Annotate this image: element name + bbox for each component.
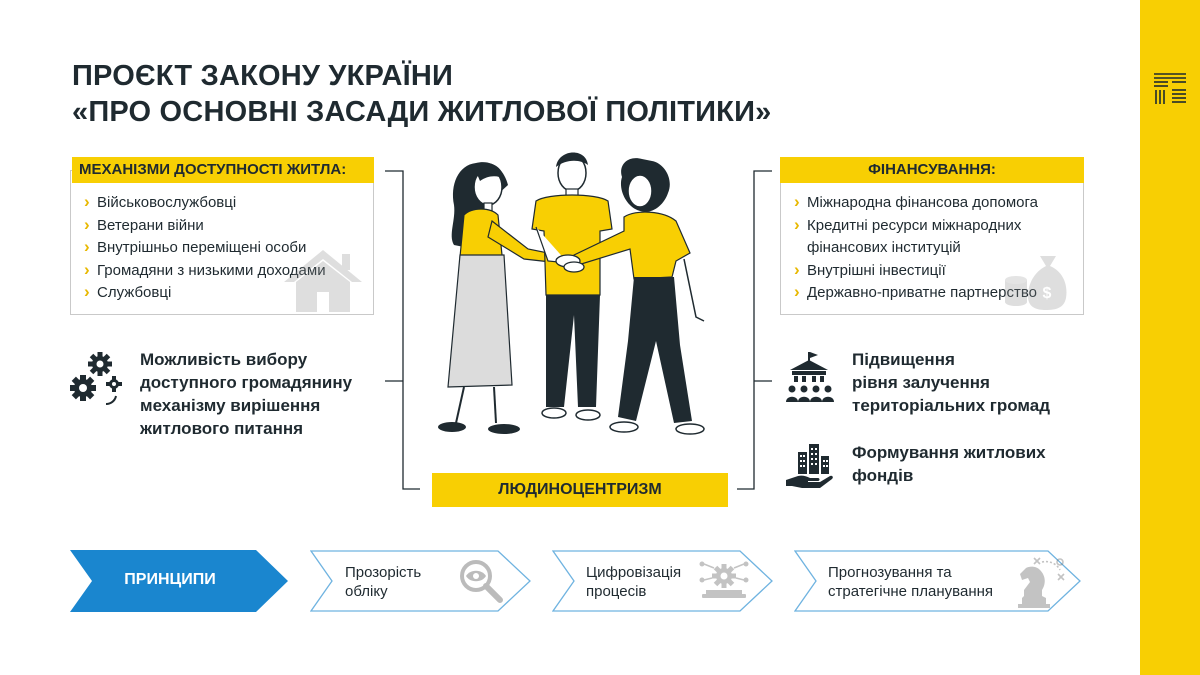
choice-line-4: житлового питання: [140, 419, 304, 438]
list-item: Міжнародна фінансова допомога: [794, 191, 1038, 215]
list-item: Службовці: [84, 281, 326, 305]
principle-chevron: [552, 550, 773, 612]
list-item-continuation: фінансових інституцій: [807, 239, 961, 256]
list-item: Державно-приватне партнерство: [794, 281, 1038, 305]
communities-line-3: територіальних громад: [852, 396, 1051, 415]
housing-hand-icon: [786, 444, 833, 488]
chess-knight-strategy-icon: [1018, 557, 1065, 608]
title-line-2: «ПРО ОСНОВНІ ЗАСАДИ ЖИТЛОВОЇ ПОЛІТИКИ»: [72, 96, 772, 128]
list-item: Громадяни з низькими доходами: [84, 259, 326, 283]
principle-line: стратегічне планування: [828, 583, 994, 600]
communities-text: Підвищення рівня залучення територіальни…: [852, 348, 1050, 417]
house-icon: [284, 250, 362, 312]
list-item: Ветерани війни: [84, 214, 326, 238]
principle-line: процесів: [586, 583, 647, 600]
mechanisms-list: Військовослужбовці Ветерани війни Внутрі…: [84, 191, 326, 305]
magnifier-eye-icon: [460, 560, 503, 603]
choice-line-2: доступного громадянину: [140, 373, 353, 392]
principles-label: ПРИНЦИПИ: [124, 571, 216, 588]
side-accent-bar: [1140, 0, 1200, 675]
principle-text: Прозорість обліку: [345, 563, 421, 601]
choice-line-1: Можливість вибору: [140, 350, 308, 369]
principle-text: Цифровізація процесів: [586, 563, 681, 601]
page-title: ПРОЄКТ ЗАКОНУ УКРАЇНИ «ПРО ОСНОВНІ ЗАСАД…: [72, 58, 771, 130]
svg-text:$: $: [1043, 285, 1052, 302]
communities-line-2: рівня залучення: [852, 373, 990, 392]
financing-list: Міжнародна фінансова допомога Кредитні р…: [794, 191, 1038, 305]
funds-line-2: фондів: [852, 466, 914, 485]
principle-line: обліку: [345, 583, 388, 600]
connector-lines: [385, 170, 772, 490]
list-item: Кредитні ресурси міжнародних: [794, 214, 1038, 238]
principles-arrow-shape: [70, 550, 288, 612]
principle-line: Прозорість: [345, 564, 422, 581]
title-line-1: ПРОЄКТ ЗАКОНУ УКРАЇНИ: [72, 60, 454, 92]
choice-text: Можливість вибору доступного громадянину…: [140, 348, 352, 440]
funds-text: Формування житлових фондів: [852, 441, 1046, 487]
funds-line-1: Формування житлових: [852, 443, 1046, 462]
man-middle-figure: [531, 152, 613, 421]
list-item: Внутрішні інвестиції: [794, 259, 1038, 283]
woman-right-figure: [573, 158, 705, 435]
principle-line: Прогнозування та: [828, 564, 952, 581]
people-teamwork-illustration: [438, 152, 705, 435]
community-building-icon: [786, 352, 834, 402]
principle-chevron: [794, 550, 1081, 612]
principle-text: Прогнозування та стратегічне планування: [828, 563, 993, 601]
gears-icon: [70, 352, 122, 406]
list-item: Внутрішньо переміщені особи: [84, 236, 326, 260]
principle-line: Цифровізація: [586, 564, 682, 581]
center-label: ЛЮДИНОЦЕНТРИЗМ: [432, 473, 728, 507]
communities-line-1: Підвищення: [852, 350, 955, 369]
money-bag-icon: $: [1005, 256, 1067, 310]
list-item: Військовослужбовці: [84, 191, 326, 215]
financing-heading: ФІНАНСУВАННЯ:: [780, 157, 1084, 183]
logo-icon: [1154, 73, 1186, 104]
mechanisms-heading: МЕХАНІЗМИ ДОСТУПНОСТІ ЖИТЛА:: [72, 157, 374, 183]
woman-left-figure: [438, 162, 561, 434]
principle-chevron: [310, 550, 531, 612]
choice-line-3: механізму вирішення: [140, 396, 321, 415]
digital-gear-laptop-icon: [699, 561, 749, 598]
